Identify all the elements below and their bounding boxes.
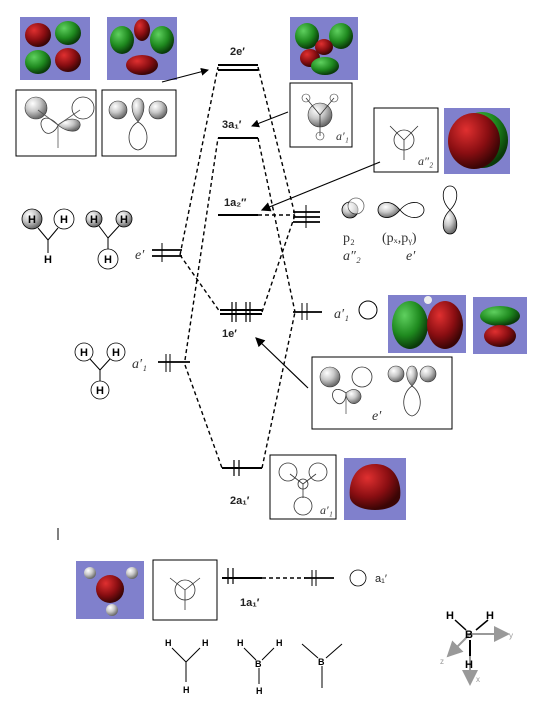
b-a1-label: a′₁	[334, 307, 349, 322]
h3-a1-sketch: H H H	[74, 342, 126, 400]
b-schematic: B	[301, 643, 343, 688]
bh3-schematic: H H B H	[237, 638, 283, 696]
h3-fragment-schematic: H H H	[165, 638, 209, 695]
svg-text:H: H	[120, 214, 128, 226]
sketch-2e-a	[15, 89, 97, 157]
axes-diagram: H H B H y z x	[440, 610, 513, 686]
render-1a1	[76, 561, 144, 619]
render-1e-a	[388, 295, 466, 353]
render-1e-b	[473, 297, 527, 354]
svg-text:H: H	[446, 610, 454, 622]
h3-a1-label: a′₁	[132, 357, 147, 372]
svg-text:B: B	[255, 659, 262, 669]
svg-text:H: H	[465, 659, 473, 671]
svg-text:a″₂: a″₂	[418, 154, 433, 168]
b-s-orbital	[358, 300, 378, 320]
svg-text:H: H	[112, 347, 120, 359]
label-1e: 1e′	[222, 328, 237, 340]
sketch-3a1: a′₁	[289, 82, 353, 148]
a2pp-label: a″₂	[343, 249, 361, 264]
sketch-1a1	[152, 559, 218, 621]
svg-text:H: H	[256, 686, 263, 696]
render-2e-a	[20, 17, 90, 80]
mo-levels	[218, 64, 262, 469]
sketch-1e: e′	[311, 356, 453, 430]
mo-electrons	[227, 302, 251, 584]
svg-text:H: H	[44, 254, 52, 266]
pxpy-label: (pₓ,pᵧ)	[382, 231, 417, 246]
render-2e-right	[290, 17, 358, 80]
axis-z-label: z	[440, 657, 444, 666]
svg-text:H: H	[276, 638, 283, 648]
axis-y-label: y	[509, 631, 513, 640]
py-orbital-icon	[442, 185, 458, 235]
svg-text:B: B	[318, 657, 325, 667]
pz-orbital-icon	[341, 197, 365, 219]
pz-label: p₂	[343, 231, 355, 246]
svg-text:H: H	[96, 385, 104, 397]
svg-text:H: H	[80, 347, 88, 359]
svg-text:H: H	[165, 638, 172, 648]
svg-text:H: H	[90, 214, 98, 226]
e-prime-right-label: e′	[406, 249, 416, 264]
b-core-level	[304, 570, 334, 586]
sketch-2a1: a′₁	[269, 454, 337, 520]
b-core-orbital	[349, 569, 367, 587]
label-1a1: 1a₁′	[240, 597, 260, 609]
h3-a1-level	[158, 354, 190, 372]
label-3a1: 3a₁′	[222, 119, 242, 131]
h3-e-label: e′	[135, 248, 145, 263]
render-2e-b	[107, 17, 177, 80]
b-s-level	[293, 303, 322, 320]
sketch-2e-b	[101, 89, 177, 157]
label-2e: 2e′	[230, 46, 245, 58]
svg-text:H: H	[486, 610, 494, 622]
svg-text:H: H	[237, 638, 244, 648]
b-p-level	[293, 205, 320, 228]
axis-x-label: x	[476, 675, 480, 684]
label-2a1: 2a₁′	[230, 495, 250, 507]
correlation-lines	[179, 66, 305, 579]
core-a1-label: a₁′	[375, 573, 387, 585]
h3-e-sketch-1: H H H	[21, 208, 75, 266]
h3-e-level	[152, 243, 182, 262]
svg-text:H: H	[60, 214, 68, 226]
sketch-a2pp: a″₂	[373, 107, 439, 173]
pxpy-orbital-icon	[377, 202, 425, 218]
svg-text:H: H	[183, 685, 190, 695]
svg-text:H: H	[202, 638, 209, 648]
svg-text:a′₁: a′₁	[336, 129, 349, 143]
render-a2pp	[444, 108, 510, 174]
label-1a2: 1a₂″	[224, 197, 247, 209]
svg-text:B: B	[465, 629, 473, 641]
render-2a1	[344, 458, 406, 520]
svg-text:e′: e′	[372, 409, 382, 424]
svg-text:H: H	[104, 254, 112, 266]
svg-text:H: H	[28, 214, 36, 226]
svg-text:a′₁: a′₁	[320, 503, 333, 517]
h3-e-sketch-2: H H H	[85, 210, 133, 270]
